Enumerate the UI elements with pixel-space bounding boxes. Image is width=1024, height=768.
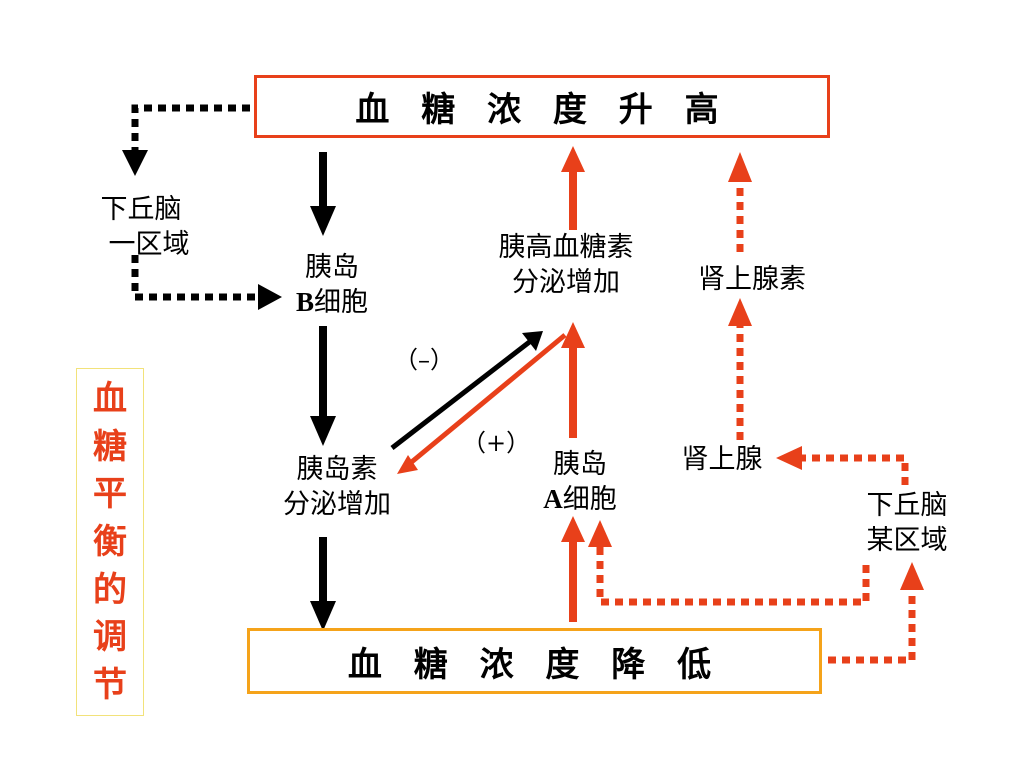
side-title-char: 调 xyxy=(93,617,127,658)
glucagon-line1: 胰高血糖素 xyxy=(498,232,634,263)
b-cell-rest: 细胞 xyxy=(314,287,368,318)
b-cell-line1: 胰岛 xyxy=(305,252,359,283)
islet-a-cell: 胰岛 A细胞 xyxy=(530,447,630,517)
side-title-char: 平 xyxy=(93,474,127,515)
side-title: 血 糖 平 衡 的 调 节 xyxy=(76,368,144,716)
hypothalamus-region-one: 下丘脑 一区域 xyxy=(86,192,196,262)
glucagon-line2: 分泌增加 xyxy=(512,267,620,298)
side-title-char: 的 xyxy=(93,569,127,610)
side-title-char: 衡 xyxy=(93,521,127,562)
dotted-arrow-adrenaline-to-top xyxy=(728,152,752,252)
side-title-char: 血 xyxy=(93,378,127,419)
hypothalamus-region-some: 下丘脑 某区域 xyxy=(852,488,962,558)
a-cell-line1: 胰岛 xyxy=(553,449,607,480)
adrenal-label: 肾上腺 xyxy=(681,444,763,475)
arrow-glucagon-to-top xyxy=(561,146,585,230)
dotted-arrow-top-to-hypothalamus xyxy=(122,104,250,176)
dotted-arrow-hypothalamus-to-a-cell xyxy=(588,520,870,606)
insulin-secretion: 胰岛素 分泌增加 xyxy=(262,452,412,522)
arrow-a-cell-to-glucagon xyxy=(561,322,585,438)
dotted-arrow-hypothalamus-to-adrenal xyxy=(776,446,909,485)
insulin-line1: 胰岛素 xyxy=(296,454,378,485)
hypothalamus-one-line1: 下丘脑 xyxy=(100,194,182,225)
arrow-bottom-to-a-cell xyxy=(561,516,585,622)
blood-glucose-fall-box: 血 糖 浓 度 降 低 xyxy=(247,628,822,694)
arrow-insulin-to-bottom xyxy=(310,537,336,631)
b-cell-letter: B xyxy=(295,287,314,317)
islet-b-cell: 胰岛 B细胞 xyxy=(282,250,382,320)
arrow-top-to-b-cell xyxy=(310,152,336,236)
blood-glucose-fall-label: 血 糖 浓 度 降 低 xyxy=(347,644,722,685)
dotted-arrow-hypothalamus-to-b-cell xyxy=(131,255,282,310)
dotted-arrow-bottom-to-hypothalamus xyxy=(828,562,924,664)
insulin-line2: 分泌增加 xyxy=(283,489,391,520)
b-cell-line2: B细胞 xyxy=(282,285,382,320)
a-cell-letter: A xyxy=(543,484,563,514)
promote-sign: （+） xyxy=(462,429,531,457)
arrow-b-cell-to-insulin xyxy=(310,326,336,446)
inhibit-sign: （–） xyxy=(394,346,454,374)
adrenaline-node: 肾上腺素 xyxy=(682,262,822,297)
hypothalamus-some-line1: 下丘脑 xyxy=(866,490,948,521)
blood-glucose-rise-label: 血 糖 浓 度 升 高 xyxy=(355,90,729,130)
hypothalamus-some-line2: 某区域 xyxy=(866,525,948,556)
arrow-glucagon-to-insulin-promote xyxy=(397,333,567,474)
arrow-insulin-to-glucagon-inhibit xyxy=(390,331,543,450)
hypothalamus-one-line2: 一区域 xyxy=(108,229,190,260)
side-title-char: 节 xyxy=(93,665,127,706)
blood-glucose-rise-box: 血 糖 浓 度 升 高 xyxy=(254,75,830,138)
a-cell-line2: A细胞 xyxy=(530,482,630,517)
dotted-arrow-adrenal-to-adrenaline xyxy=(728,298,752,440)
a-cell-rest: 细胞 xyxy=(562,484,617,515)
glucagon-secretion: 胰高血糖素 分泌增加 xyxy=(476,230,656,300)
adrenal-gland-node: 肾上腺 xyxy=(666,442,778,477)
adrenaline-label: 肾上腺素 xyxy=(698,264,806,295)
side-title-char: 糖 xyxy=(93,426,127,467)
